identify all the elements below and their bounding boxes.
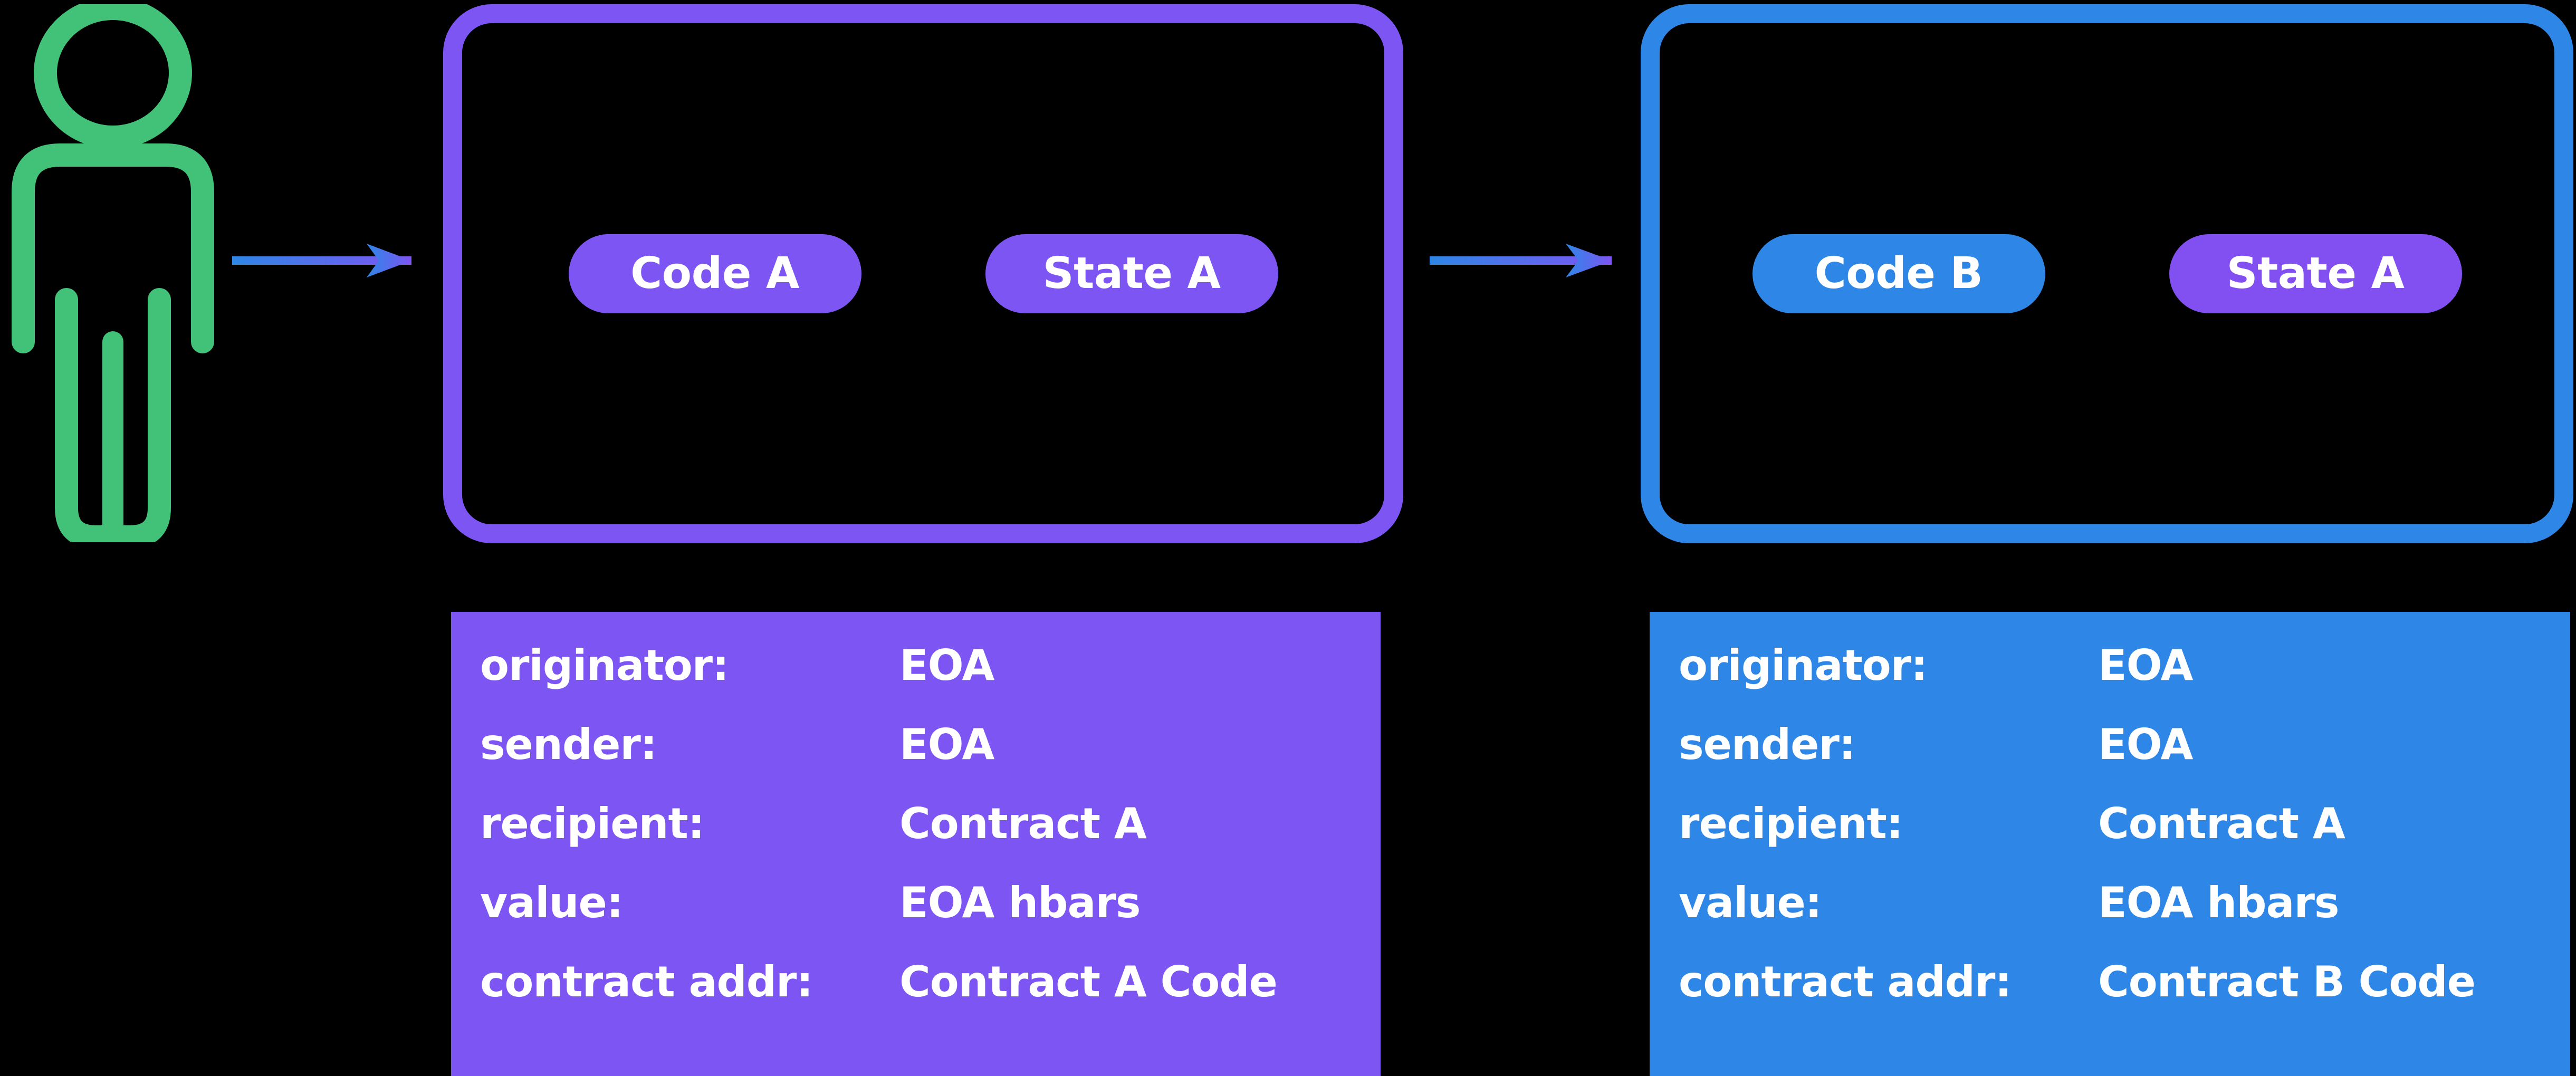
panel-b-value-value: EOA hbars bbox=[2098, 878, 2340, 927]
panel-b-label-contract-addr: contract addr: bbox=[1679, 957, 2012, 1006]
panel-b-label-value: value: bbox=[1679, 878, 1822, 927]
eoa-actor bbox=[7, 4, 218, 542]
contract-a-pill-group: Code A State A bbox=[462, 23, 1384, 524]
panel-a-value-originator: EOA bbox=[899, 641, 994, 690]
pill-code-a[interactable]: Code A bbox=[568, 234, 861, 313]
contract-a-box[interactable]: Code A State A bbox=[443, 4, 1403, 543]
panel-a-row-value: value: EOA hbars bbox=[480, 882, 1381, 961]
panel-b-row-recipient: recipient: Contract A bbox=[1679, 803, 2570, 882]
panel-a-label-originator: originator: bbox=[480, 641, 729, 690]
panel-a-label-recipient: recipient: bbox=[480, 799, 705, 848]
panel-a-value-sender: EOA bbox=[899, 720, 994, 769]
contract-b-box[interactable]: Code B State A bbox=[1641, 4, 2573, 543]
panel-b-row-originator: originator: EOA bbox=[1679, 645, 2570, 724]
panel-b-row-sender: sender: EOA bbox=[1679, 724, 2570, 803]
panel-b-value-sender: EOA bbox=[2098, 720, 2193, 769]
panel-a-row-contract-addr: contract addr: Contract A Code bbox=[480, 961, 1381, 1040]
panel-a-row-originator: originator: EOA bbox=[480, 645, 1381, 724]
panel-b-label-originator: originator: bbox=[1679, 641, 1928, 690]
panel-b-row-value: value: EOA hbars bbox=[1679, 882, 2570, 961]
panel-a-row-recipient: recipient: Contract A bbox=[480, 803, 1381, 882]
panel-b-value-contract-addr: Contract B Code bbox=[2098, 957, 2476, 1006]
pill-state-a-b-label: State A bbox=[2226, 248, 2405, 299]
transaction-panel-a: originator: EOA sender: EOA recipient: C… bbox=[451, 612, 1381, 1076]
contract-b-pill-group: Code B State A bbox=[1660, 23, 2554, 524]
panel-b-value-recipient: Contract A bbox=[2098, 799, 2345, 848]
pill-code-b-label: Code B bbox=[1814, 248, 1983, 299]
pill-state-a-label: State A bbox=[1042, 248, 1221, 299]
panel-a-row-sender: sender: EOA bbox=[480, 724, 1381, 803]
panel-a-label-value: value: bbox=[480, 878, 624, 927]
panel-a-value-recipient: Contract A bbox=[899, 799, 1147, 848]
panel-a-label-contract-addr: contract addr: bbox=[480, 957, 813, 1006]
panel-b-value-originator: EOA bbox=[2098, 641, 2193, 690]
panel-a-value-contract-addr: Contract A Code bbox=[899, 957, 1278, 1006]
panel-b-label-recipient: recipient: bbox=[1679, 799, 1903, 848]
pill-state-a-b[interactable]: State A bbox=[2169, 234, 2462, 313]
arrow-eoa-to-contract-a bbox=[232, 227, 454, 301]
arrow-contract-a-to-contract-b bbox=[1430, 227, 1651, 301]
person-icon bbox=[7, 4, 218, 542]
transaction-panel-b: originator: EOA sender: EOA recipient: C… bbox=[1650, 612, 2570, 1076]
pill-code-a-label: Code A bbox=[630, 248, 799, 299]
pill-code-b[interactable]: Code B bbox=[1752, 234, 2045, 313]
panel-b-row-contract-addr: contract addr: Contract B Code bbox=[1679, 961, 2570, 1040]
panel-a-label-sender: sender: bbox=[480, 720, 657, 769]
panel-b-label-sender: sender: bbox=[1679, 720, 1856, 769]
pill-state-a[interactable]: State A bbox=[985, 234, 1278, 313]
panel-a-value-value: EOA hbars bbox=[899, 878, 1141, 927]
